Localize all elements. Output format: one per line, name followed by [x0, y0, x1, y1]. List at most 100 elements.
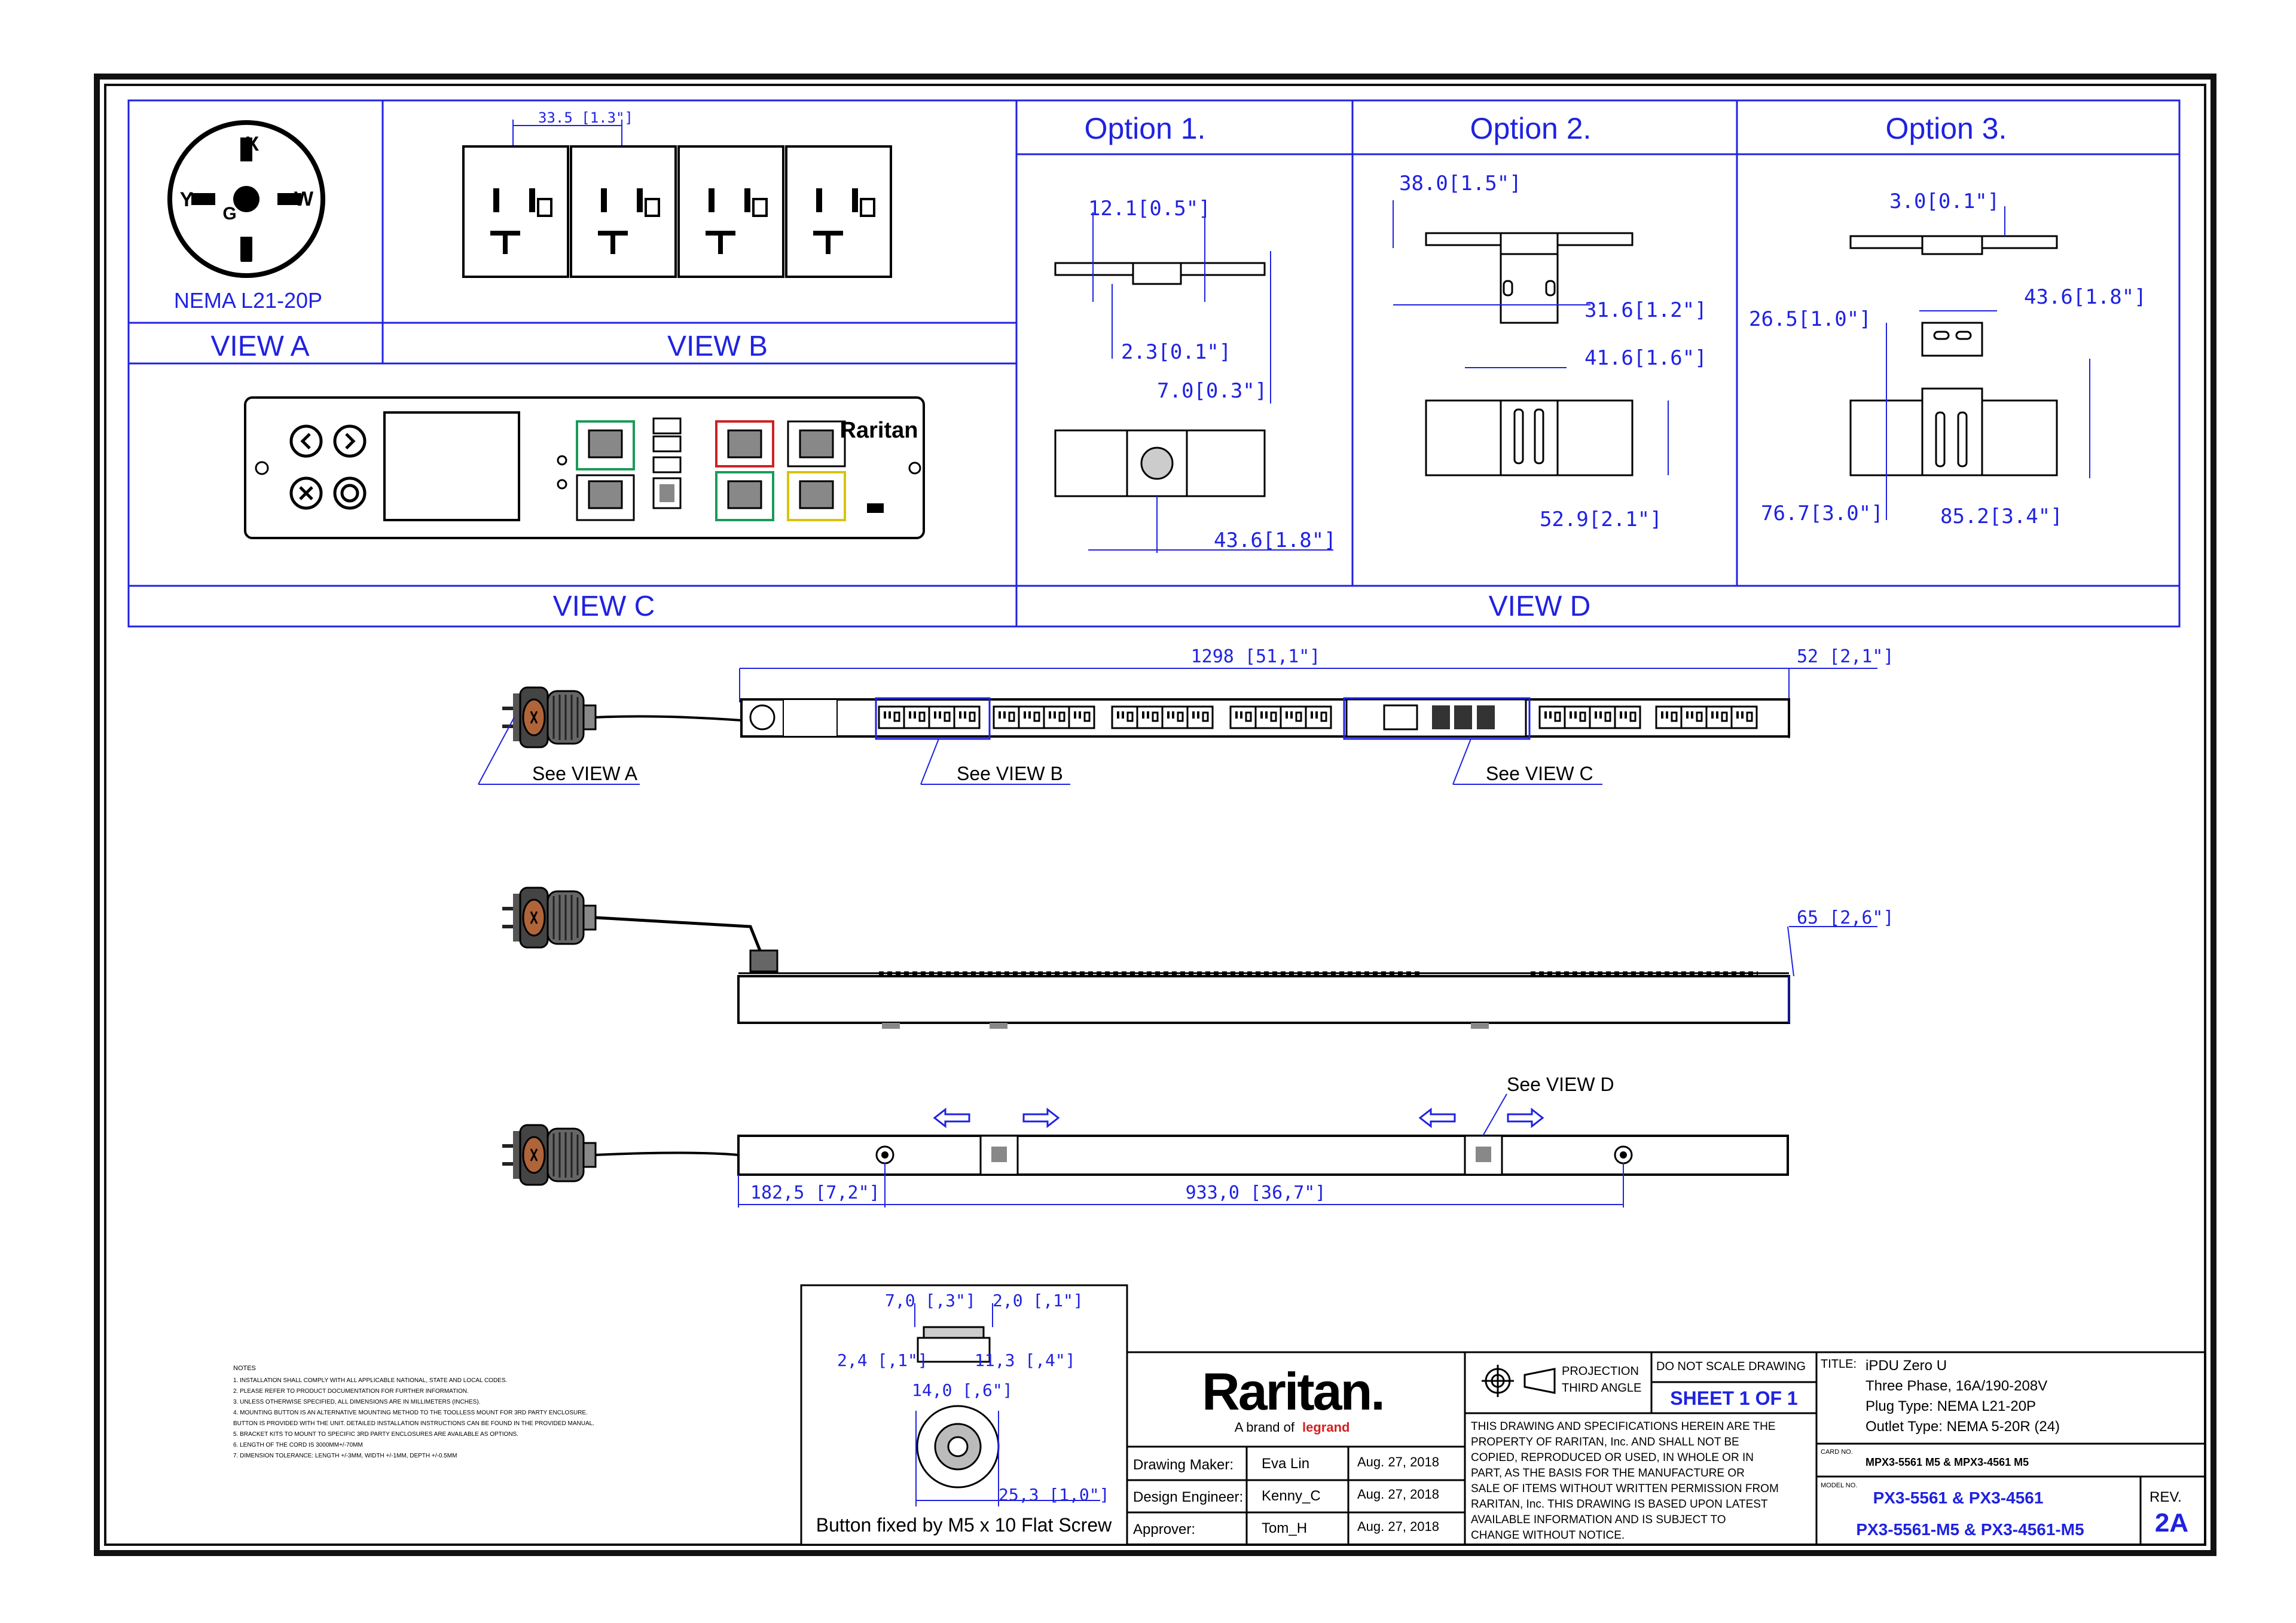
panel-brand: Raritan	[840, 418, 918, 443]
row-role-2: Design Engineer:	[1133, 1489, 1243, 1505]
title-line-3: Plug Type: NEMA L21-20P	[1866, 1398, 2036, 1414]
disclaimer-3: COPIED, REPRODUCED OR USED, IN WHOLE OR …	[1471, 1451, 1754, 1464]
pdu-width-dim: 52 [2,1"]	[1797, 646, 1894, 667]
notes-line-3: 3. UNLESS OTHERWISE SPECIFIED, ALL DIMEN…	[233, 1399, 480, 1405]
title-line-4: Outlet Type: NEMA 5-20R (24)	[1866, 1419, 2060, 1435]
third-angle-label: THIRD ANGLE	[1562, 1381, 1641, 1395]
title-label: TITLE:	[1821, 1358, 1857, 1371]
plug-face-diagram: X Y G W Z	[167, 120, 325, 278]
notes-line-1: 1. INSTALLATION SHALL COMPLY WITH ALL AP…	[233, 1377, 507, 1384]
plug-name: NEMA L21-20P	[174, 288, 322, 313]
notes-line-5: BUTTON IS PROVIDED WITH THE UNIT. DETAIL…	[233, 1420, 594, 1427]
see-view-c-label: See VIEW C	[1486, 763, 1593, 784]
title-block-text: Raritan. A brand of legrand Drawing Make…	[1133, 1358, 2188, 1542]
see-view-b-label: See VIEW B	[957, 763, 1063, 784]
button-dim-3: 2,4 [,1"]	[837, 1350, 928, 1370]
see-view-d-label: See VIEW D	[1507, 1074, 1614, 1095]
option-2-dim-1: 38.0[1.5"]	[1399, 172, 1522, 195]
option-2-dim-2: 31.6[1.2"]	[1584, 298, 1707, 322]
option-2-drawing	[1393, 200, 1669, 476]
row-name-1: Eva Lin	[1262, 1456, 1309, 1472]
option-2-dim-3: 41.6[1.6"]	[1584, 346, 1707, 370]
view-a-label: VIEW A	[210, 331, 309, 362]
outlet-row-diagram	[462, 120, 892, 278]
disclaimer-6: RARITAN, Inc. THIS DRAWING IS BASED UPON…	[1471, 1498, 1768, 1511]
notes-line-2: 2. PLEASE REFER TO PRODUCT DOCUMENTATION…	[233, 1388, 469, 1395]
model-label: MODEL NO.	[1821, 1482, 1857, 1489]
option-2-dim-4: 52.9[2.1"]	[1540, 508, 1662, 531]
mount-span-dim: 933,0 [36,7"]	[1186, 1182, 1326, 1203]
option-3-label: Option 3.	[1886, 112, 2007, 145]
notes-line-7: 6. LENGTH OF THE CORD IS 3000MM+/-70MM	[233, 1442, 363, 1448]
pdu-side-view	[501, 887, 1877, 1029]
view-c-label: VIEW C	[553, 591, 655, 622]
option-3-dim-1: 3.0[0.1"]	[1889, 189, 1999, 213]
notes-line-6: 5. BRACKET KITS TO MOUNT TO SPECIFIC 3RD…	[233, 1431, 518, 1438]
disclaimer-8: CHANGE WITHOUT NOTICE.	[1471, 1529, 1625, 1542]
outer-border	[94, 74, 2216, 1556]
button-caption: Button fixed by M5 x 10 Flat Screw	[816, 1514, 1112, 1536]
pin-w-label: W	[294, 188, 314, 210]
pdu-length-dim: 1298 [51,1"]	[1191, 646, 1321, 667]
button-detail-drawing	[800, 1284, 1128, 1546]
pin-x-label: X	[246, 133, 259, 155]
pdu-depth-dim: 65 [2,6"]	[1797, 907, 1894, 928]
model-number-2: PX3-5561-M5 & PX3-4561-M5	[1856, 1520, 2084, 1539]
option-1-dim-3: 7.0[0.3"]	[1157, 379, 1267, 403]
disclaimer-4: PART, AS THE BASIS FOR THE MANUFACTURE O…	[1471, 1467, 1745, 1480]
projection-symbol	[1482, 1365, 1556, 1397]
pin-z-label: Z	[240, 244, 253, 267]
disclaimer-5: SALE OF ITEMS WITHOUT WRITTEN PERMISSION…	[1471, 1483, 1779, 1495]
no-scale-label: DO NOT SCALE DRAWING	[1656, 1360, 1806, 1373]
button-dim-2: 2,0 [,1"]	[993, 1291, 1083, 1310]
brand-logo: Raritan.	[1202, 1362, 1384, 1421]
title-line-2: Three Phase, 16A/190-208V	[1866, 1378, 2047, 1394]
option-1-dim-4: 43.6[1.8"]	[1214, 528, 1336, 552]
inner-border	[104, 84, 2206, 1546]
rev-label: REV.	[2150, 1489, 2182, 1505]
view-b-label: VIEW B	[667, 331, 768, 362]
notes-title: NOTES	[233, 1365, 256, 1372]
brand-tagline: A brand of	[1235, 1420, 1295, 1435]
button-dim-6: 25,3 [1,0"]	[999, 1485, 1109, 1505]
option-1-dim-2: 2.3[0.1"]	[1121, 340, 1231, 364]
row-date-2: Aug. 27, 2018	[1357, 1487, 1439, 1502]
option-3-dim-3: 26.5[1.0"]	[1749, 307, 1871, 331]
title-line-1: iPDU Zero U	[1866, 1358, 1947, 1374]
option-1-drawing	[1054, 212, 1333, 553]
pdu-back-view	[501, 1093, 1789, 1208]
pin-y-label: Y	[180, 188, 194, 211]
button-dim-4: 11,3 [,4"]	[975, 1350, 1076, 1370]
pdu-front-view	[478, 668, 1877, 785]
mount-left-dim: 182,5 [7,2"]	[750, 1182, 880, 1203]
sheet-label: SHEET 1 OF 1	[1670, 1387, 1797, 1409]
disclaimer-7: AVAILABLE INFORMATION AND IS SUBJECT TO	[1471, 1514, 1726, 1526]
view-d-label: VIEW D	[1489, 591, 1591, 622]
row-role-3: Approver:	[1133, 1521, 1195, 1538]
control-panel-diagram	[244, 396, 925, 539]
pin-g-label: G	[222, 204, 236, 224]
notes-line-8: 7. DIMENSION TOLERANCE: LENGTH +/-3MM, W…	[233, 1453, 457, 1459]
button-dim-1: 7,0 [,3"]	[885, 1291, 976, 1310]
row-name-3: Tom_H	[1262, 1520, 1307, 1536]
rev-value: 2A	[2155, 1508, 2188, 1538]
option-3-drawing	[1849, 206, 2090, 520]
notes-line-4: 4. MOUNTING BUTTON IS AN ALTERNATIVE MOU…	[233, 1410, 588, 1416]
disclaimer-2: PROPERTY OF RARITAN, Inc. AND SHALL NOT …	[1471, 1436, 1739, 1448]
card-number: MPX3-5561 M5 & MPX3-4561 M5	[1866, 1456, 2029, 1468]
projection-label: PROJECTION	[1562, 1365, 1639, 1378]
view-b-dimension: 33.5 [1.3"]	[538, 109, 633, 126]
see-view-a-label: See VIEW A	[532, 763, 638, 784]
option-3-dim-2: 43.6[1.8"]	[2024, 285, 2147, 309]
row-role-1: Drawing Maker:	[1133, 1457, 1234, 1473]
title-block	[1126, 1351, 2206, 1546]
option-1-label: Option 1.	[1085, 112, 1206, 145]
row-date-1: Aug. 27, 2018	[1357, 1454, 1439, 1469]
option-3-dim-4: 76.7[3.0"]	[1761, 502, 1883, 525]
row-date-3: Aug. 27, 2018	[1357, 1519, 1439, 1534]
option-2-label: Option 2.	[1470, 112, 1592, 145]
notes-block: NOTES 1. INSTALLATION SHALL COMPLY WITH …	[233, 1365, 594, 1459]
option-1-dim-1: 12.1[0.5"]	[1088, 197, 1211, 221]
legrand-logo: legrand	[1302, 1420, 1349, 1435]
